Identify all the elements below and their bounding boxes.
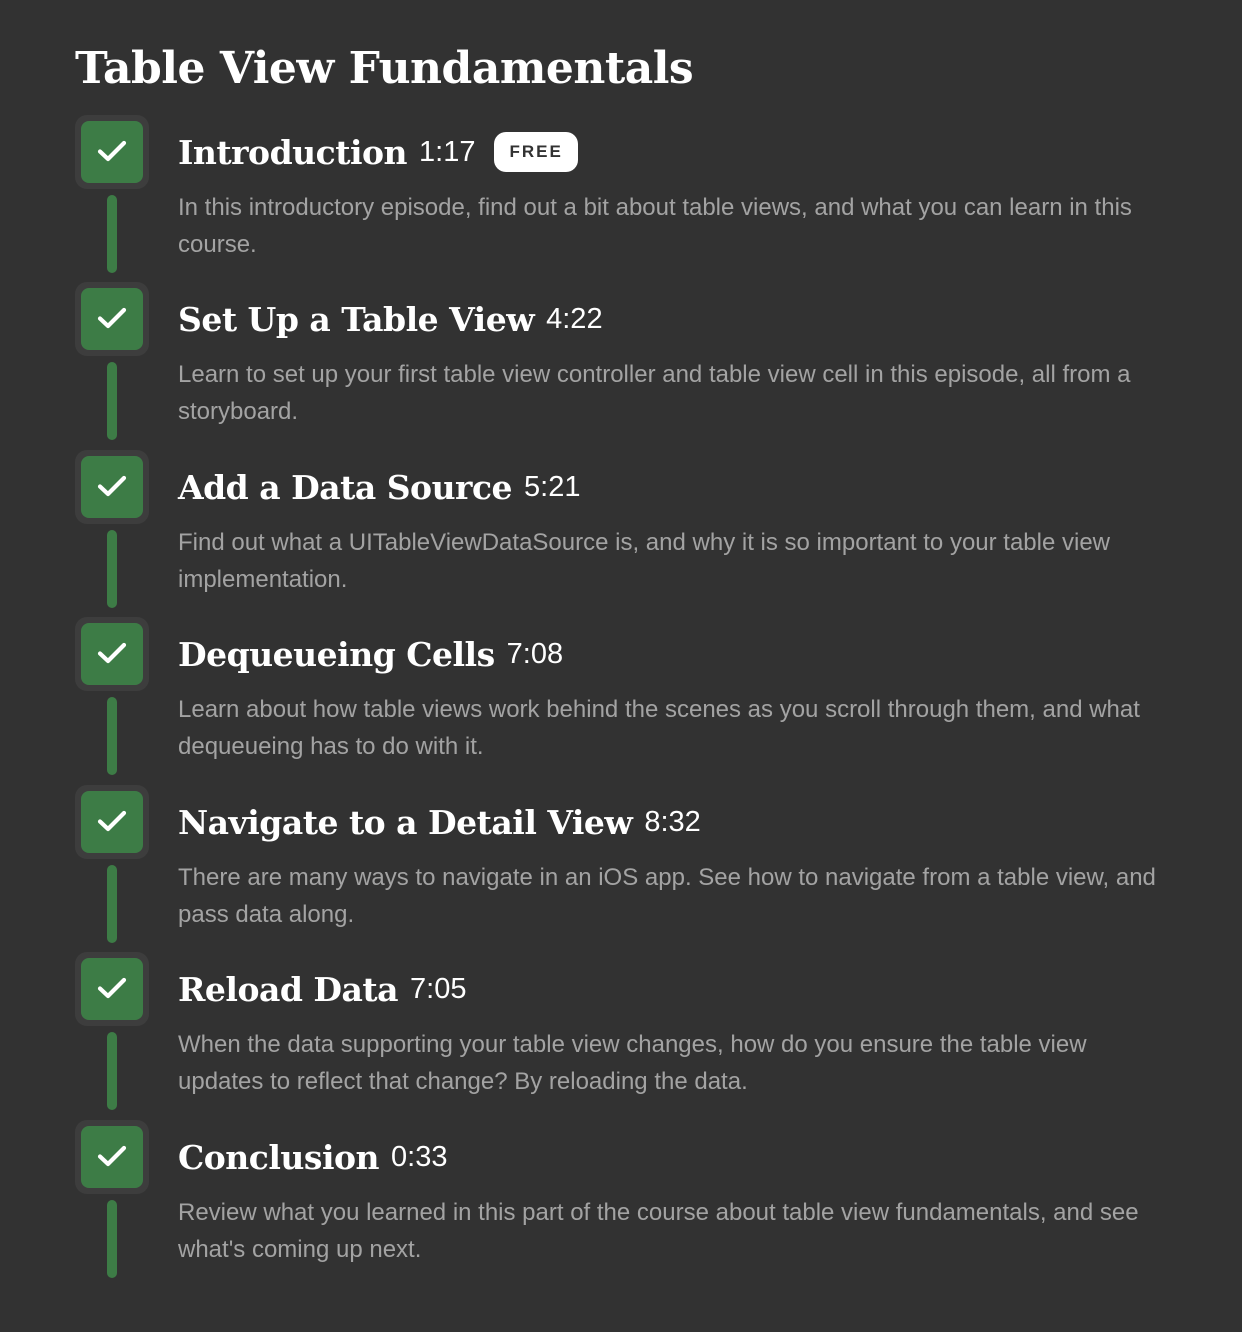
timeline-connector: [107, 195, 117, 273]
checkmark-icon: [97, 307, 127, 329]
timeline-connector: [107, 865, 117, 943]
episode-duration: 0:33: [391, 1140, 448, 1173]
episode-description: When the data supporting your table view…: [178, 1031, 1087, 1095]
episode-duration: 4:22: [546, 302, 603, 335]
checkmark-icon: [97, 1145, 127, 1167]
section-title: Table View Fundamentals: [75, 43, 694, 94]
checkmark-icon: [97, 475, 127, 497]
episode-item[interactable]: Add a Data Source 5:21 Find out what a U…: [0, 450, 1242, 618]
episode-description: Learn about how table views work behind …: [178, 696, 1140, 760]
episode-title[interactable]: Navigate to a Detail View: [178, 802, 633, 842]
checkmark-icon: [97, 140, 127, 162]
episode-duration: 7:08: [506, 637, 564, 670]
episode-duration: 7:05: [410, 972, 467, 1005]
episode-item[interactable]: Navigate to a Detail View 8:32 There are…: [0, 785, 1242, 953]
episode-title[interactable]: Add a Data Source: [178, 467, 513, 507]
episode-duration: 1:17: [419, 135, 476, 168]
episode-description: In this introductory episode, find out a…: [178, 194, 1132, 258]
episode-title[interactable]: Dequeueing Cells: [178, 634, 495, 674]
episode-item[interactable]: Conclusion 0:33 Review what you learned …: [0, 1120, 1242, 1288]
completion-checkbox[interactable]: [75, 617, 149, 691]
completion-checkbox[interactable]: [75, 785, 149, 859]
checkmark-icon: [97, 810, 127, 832]
episode-description: Learn to set up your first table view co…: [178, 361, 1131, 425]
episode-item[interactable]: Set Up a Table View 4:22 Learn to set up…: [0, 282, 1242, 450]
timeline-connector: [107, 1200, 117, 1278]
timeline-connector: [107, 362, 117, 440]
timeline-connector: [107, 697, 117, 775]
completion-checkbox[interactable]: [75, 952, 149, 1026]
completion-checkbox[interactable]: [75, 1120, 149, 1194]
checkmark-icon: [97, 642, 127, 664]
episode-title[interactable]: Reload Data: [178, 969, 399, 1009]
completion-checkbox[interactable]: [75, 282, 149, 356]
episode-description: Find out what a UITableViewDataSource is…: [178, 529, 1111, 593]
completion-checkbox[interactable]: [75, 115, 149, 189]
free-badge: FREE: [494, 132, 578, 172]
completion-checkbox[interactable]: [75, 450, 149, 524]
timeline-connector: [107, 1032, 117, 1110]
episode-description: Review what you learned in this part of …: [178, 1199, 1139, 1263]
checkmark-icon: [97, 977, 127, 999]
episode-item[interactable]: Introduction 1:17 FREE In this introduct…: [0, 115, 1242, 283]
episode-title[interactable]: Set Up a Table View: [178, 299, 535, 339]
episode-duration: 5:21: [524, 470, 581, 503]
timeline-connector: [107, 530, 117, 608]
episode-item[interactable]: Dequeueing Cells 7:08 Learn about how ta…: [0, 617, 1242, 785]
episode-duration: 8:32: [644, 805, 701, 838]
episode-item[interactable]: Reload Data 7:05 When the data supportin…: [0, 952, 1242, 1120]
episode-title[interactable]: Conclusion: [178, 1137, 380, 1177]
episode-description: There are many ways to navigate in an iO…: [178, 864, 1156, 928]
episode-title[interactable]: Introduction: [178, 132, 408, 172]
